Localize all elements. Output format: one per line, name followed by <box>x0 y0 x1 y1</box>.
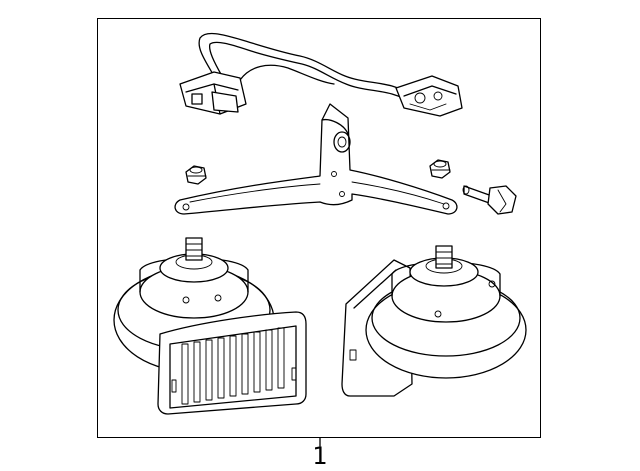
mounting-bracket-icon <box>174 103 458 215</box>
bolt-icon <box>462 185 517 215</box>
callout-number: 1 <box>312 442 328 470</box>
hex-nut-icon <box>185 165 207 185</box>
parts-diagram-frame <box>97 18 541 438</box>
horn-icon <box>113 237 307 415</box>
horn-icon <box>341 245 527 397</box>
hex-nut-icon <box>429 159 451 179</box>
wiring-harness-icon <box>179 32 463 117</box>
